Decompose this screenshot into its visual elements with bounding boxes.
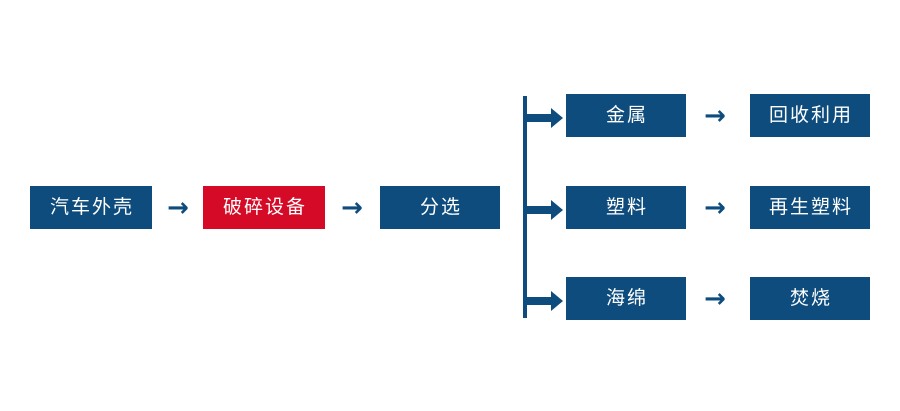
arrow-right-icon-1: →: [167, 193, 189, 223]
node-sponge-material[interactable]: 海绵: [566, 277, 686, 320]
arrow-right-icon-metal-outcome: →: [704, 101, 726, 131]
node-metal-material[interactable]: 金属: [566, 94, 686, 137]
node-plastic-material[interactable]: 塑料: [566, 186, 686, 229]
node-sponge-outcome[interactable]: 焚烧: [750, 277, 870, 320]
node-sorting[interactable]: 分选: [380, 186, 500, 229]
arrow-right-icon-plastic-outcome: →: [704, 193, 726, 223]
arrow-right-icon-2: →: [341, 193, 363, 223]
node-plastic-outcome[interactable]: 再生塑料: [750, 186, 870, 229]
branch-arrow-right-icon-plastic: [525, 200, 563, 220]
node-shredder[interactable]: 破碎设备: [203, 186, 325, 229]
arrow-right-icon-sponge-outcome: →: [704, 284, 726, 314]
node-car-shell[interactable]: 汽车外壳: [30, 186, 152, 229]
node-metal-outcome[interactable]: 回收利用: [750, 94, 870, 137]
branch-arrow-right-icon-metal: [525, 108, 563, 128]
branch-arrow-right-icon-sponge: [525, 291, 563, 311]
